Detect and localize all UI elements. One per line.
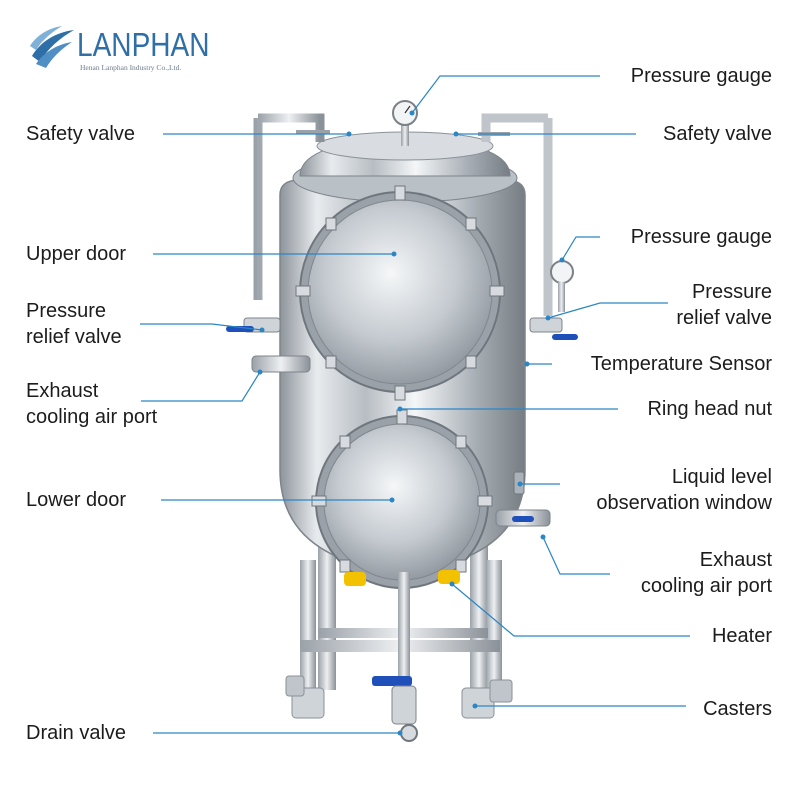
- label-pressure-relief-left-2: relief valve: [26, 326, 122, 348]
- brand-subtitle: Henan Lanphan Industry Co.,Ltd.: [80, 63, 182, 72]
- brand-name: LANPHAN: [77, 26, 210, 63]
- label-pressure-gauge-top: Pressure gauge: [630, 65, 772, 87]
- label-ring-head-nut: Ring head nut: [647, 398, 772, 420]
- label-temperature-sensor: Temperature Sensor: [590, 353, 772, 375]
- label-pressure-relief-left-1: Pressure: [26, 300, 107, 322]
- lanphan-logo-icon: [30, 26, 74, 68]
- label-safety-valve-right: Safety valve: [663, 123, 772, 145]
- label-exhaust-right-2: cooling air port: [640, 575, 772, 597]
- label-casters: Casters: [703, 698, 772, 720]
- heater-icon: [344, 572, 366, 586]
- casters-icon: [285, 675, 513, 719]
- label-heater: Heater: [711, 625, 772, 647]
- label-pressure-relief-right-2: relief valve: [676, 307, 772, 329]
- label-liquid-level-2: observation window: [596, 492, 772, 514]
- label-exhaust-left-2: cooling air port: [26, 406, 158, 428]
- label-pressure-gauge-side: Pressure gauge: [630, 226, 772, 248]
- label-liquid-level-1: Liquid level: [671, 466, 772, 488]
- label-lower-door: Lower door: [26, 489, 127, 511]
- label-upper-door: Upper door: [26, 243, 127, 265]
- label-drain-valve: Drain valve: [26, 722, 127, 744]
- label-exhaust-right-1: Exhaust: [699, 549, 772, 571]
- label-pressure-relief-right-1: Pressure: [691, 281, 772, 303]
- label-safety-valve-left: Safety valve: [26, 123, 135, 145]
- label-exhaust-left-1: Exhaust: [26, 380, 99, 402]
